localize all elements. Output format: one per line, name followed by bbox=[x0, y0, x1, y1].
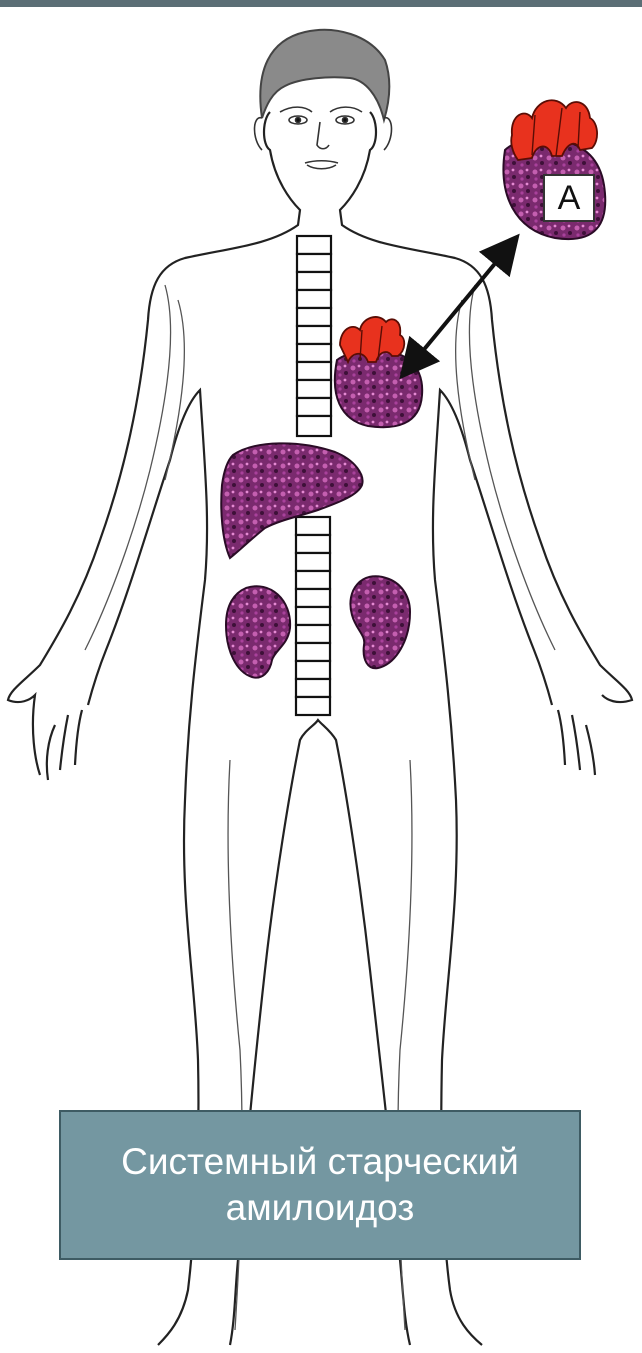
caption-text: Системный старческий амилоидоз bbox=[121, 1139, 519, 1231]
left-ear bbox=[255, 118, 263, 150]
right-ear bbox=[384, 118, 392, 150]
caption-line-2: амилоидоз bbox=[121, 1185, 519, 1231]
liver-icon bbox=[221, 443, 362, 558]
label-a-box: A bbox=[543, 174, 595, 222]
caption-box: Системный старческий амилоидоз bbox=[59, 1110, 581, 1260]
enlarged-heart-arrow bbox=[412, 249, 507, 364]
kidney-right-icon bbox=[350, 576, 410, 668]
caption-line-1: Системный старческий bbox=[121, 1139, 519, 1185]
spine-lower bbox=[296, 517, 330, 715]
hair bbox=[260, 30, 389, 120]
kidney-left-icon bbox=[226, 586, 290, 677]
spine-upper bbox=[297, 236, 331, 436]
heart-in-body-icon bbox=[335, 317, 422, 427]
face bbox=[280, 107, 362, 169]
